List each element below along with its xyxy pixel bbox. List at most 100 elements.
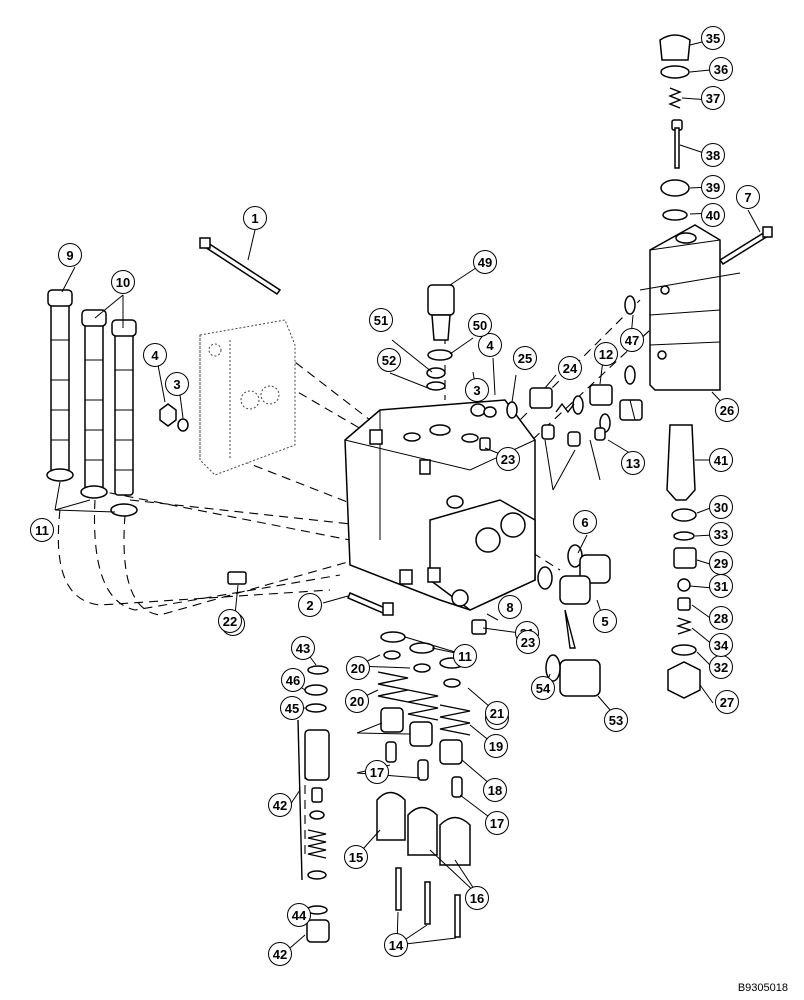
callout-24: 24 bbox=[558, 356, 582, 380]
callout-52: 52 bbox=[377, 348, 401, 372]
oring-32 bbox=[671, 644, 697, 656]
ball-31 bbox=[677, 578, 691, 592]
callout-22: 22 bbox=[218, 609, 242, 633]
leader-lines bbox=[54, 39, 761, 949]
callout-27: 27 bbox=[715, 690, 739, 714]
guide-28 bbox=[677, 597, 691, 611]
oring-33 bbox=[673, 531, 695, 541]
callout-8: 8 bbox=[498, 595, 522, 619]
lower-springs bbox=[377, 631, 471, 798]
callout-43: 43 bbox=[291, 636, 315, 660]
callout-4: 4 bbox=[143, 343, 167, 367]
plugs-5-6 bbox=[537, 544, 611, 605]
callout-31: 31 bbox=[709, 574, 733, 598]
valve-cartridge-41 bbox=[666, 424, 696, 501]
callout-20: 20 bbox=[345, 689, 369, 713]
callout-41: 41 bbox=[709, 448, 733, 472]
callout-14: 14 bbox=[384, 933, 408, 957]
ring-46 bbox=[304, 684, 328, 696]
callout-42: 42 bbox=[268, 793, 292, 817]
callout-29: 29 bbox=[709, 551, 733, 575]
poppet-stem-38 bbox=[671, 119, 683, 169]
callout-19: 19 bbox=[484, 734, 508, 758]
check-assembly-42 bbox=[297, 719, 330, 943]
spool-middle bbox=[81, 309, 107, 491]
tie-bolt-7 bbox=[718, 226, 773, 265]
callout-21: 21 bbox=[485, 701, 509, 725]
callout-16: 16 bbox=[465, 886, 489, 910]
plug-49 bbox=[427, 284, 455, 341]
callout-33: 33 bbox=[709, 522, 733, 546]
callout-10: 10 bbox=[111, 270, 135, 294]
end-caps-17 bbox=[376, 791, 471, 866]
bolts-16 bbox=[395, 867, 461, 938]
callout-23: 23 bbox=[496, 447, 520, 471]
seat-30 bbox=[671, 508, 697, 522]
tie-bolt-2 bbox=[347, 592, 394, 616]
mounting-bracket-ghost bbox=[199, 319, 296, 476]
oring-50 bbox=[427, 349, 453, 361]
plug-27 bbox=[667, 661, 701, 699]
plug-23-lower bbox=[471, 619, 487, 635]
callout-25: 25 bbox=[513, 346, 537, 370]
backup-ring-52 bbox=[426, 367, 446, 379]
callout-42: 42 bbox=[268, 942, 292, 966]
relief-cap-35 bbox=[659, 34, 691, 61]
callout-26: 26 bbox=[715, 398, 739, 422]
callout-12: 12 bbox=[594, 342, 618, 366]
callout-49: 49 bbox=[473, 250, 497, 274]
plug-22 bbox=[227, 571, 247, 585]
callout-51: 51 bbox=[369, 308, 393, 332]
callout-30: 30 bbox=[709, 495, 733, 519]
callout-5: 5 bbox=[593, 609, 617, 633]
callout-45: 45 bbox=[280, 696, 304, 720]
seat-39 bbox=[660, 179, 690, 197]
spool-orings bbox=[46, 468, 138, 517]
callout-44: 44 bbox=[287, 903, 311, 927]
callout-4: 4 bbox=[478, 333, 502, 357]
oring-43 bbox=[307, 665, 329, 675]
callout-15: 15 bbox=[344, 845, 368, 869]
callout-11: 11 bbox=[453, 644, 477, 668]
callout-32: 32 bbox=[709, 655, 733, 679]
callout-54: 54 bbox=[531, 676, 555, 700]
callout-18: 18 bbox=[483, 778, 507, 802]
callout-35: 35 bbox=[701, 26, 725, 50]
callout-17: 17 bbox=[485, 811, 509, 835]
nuts-3-4 bbox=[159, 403, 189, 432]
callout-38: 38 bbox=[701, 143, 725, 167]
callout-3: 3 bbox=[165, 372, 189, 396]
callout-37: 37 bbox=[701, 86, 725, 110]
document-number: B9305018 bbox=[737, 982, 788, 994]
oring-45 bbox=[305, 703, 327, 713]
callout-36: 36 bbox=[709, 57, 733, 81]
callout-46: 46 bbox=[281, 668, 305, 692]
fittings-upper bbox=[470, 295, 643, 451]
oring-40 bbox=[662, 209, 688, 221]
end-section-26 bbox=[649, 224, 721, 391]
spring-34 bbox=[675, 617, 693, 635]
callout-50: 50 bbox=[468, 313, 492, 337]
spool-right bbox=[111, 319, 137, 496]
tie-bolt-1 bbox=[199, 237, 282, 296]
callout-9: 9 bbox=[58, 243, 82, 267]
callout-23: 23 bbox=[516, 630, 540, 654]
callout-7: 7 bbox=[736, 185, 760, 209]
callout-2: 2 bbox=[298, 593, 322, 617]
callout-34: 34 bbox=[709, 633, 733, 657]
oring-36 bbox=[660, 65, 690, 79]
callout-1: 1 bbox=[243, 206, 267, 230]
callout-47: 47 bbox=[620, 328, 644, 352]
callout-53: 53 bbox=[604, 708, 628, 732]
poppet-29 bbox=[673, 547, 697, 569]
plug-53 bbox=[545, 609, 601, 697]
spring-37 bbox=[668, 87, 682, 109]
callout-3: 3 bbox=[465, 378, 489, 402]
spool-left bbox=[47, 289, 73, 481]
valve-body bbox=[344, 399, 536, 611]
callout-17: 17 bbox=[365, 760, 389, 784]
callout-13: 13 bbox=[621, 451, 645, 475]
oring-51 bbox=[426, 381, 446, 391]
